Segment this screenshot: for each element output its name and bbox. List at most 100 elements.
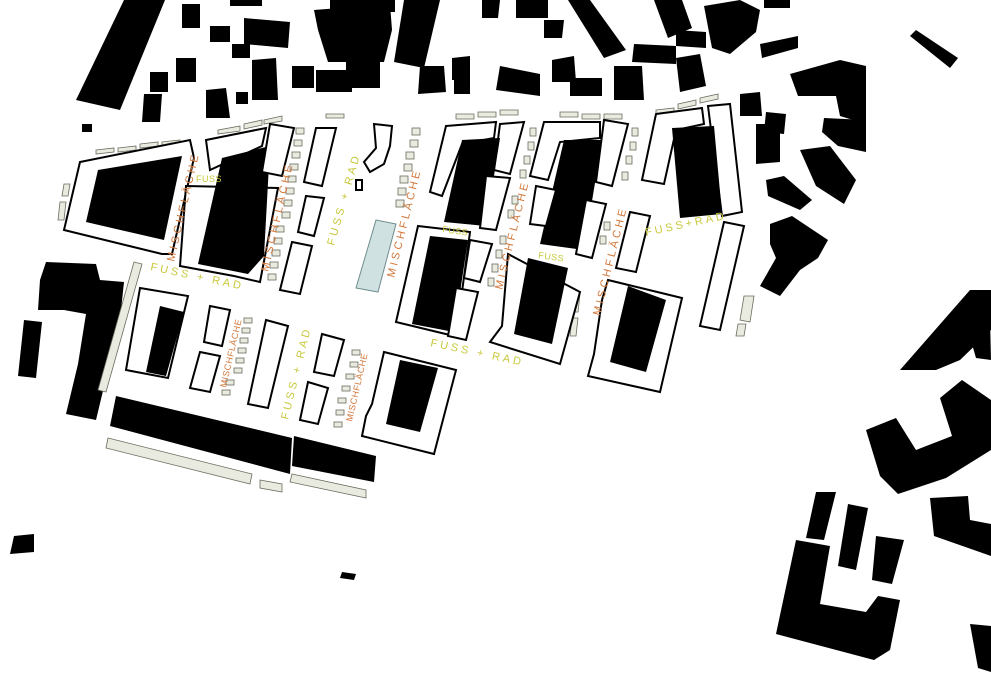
building — [244, 18, 290, 48]
building — [766, 176, 812, 210]
building — [292, 436, 376, 482]
building — [760, 36, 798, 58]
building — [176, 58, 196, 82]
paving-strips — [57, 93, 755, 499]
building — [552, 56, 576, 82]
block-outline — [614, 210, 652, 274]
building — [82, 124, 92, 132]
block-outline — [312, 332, 346, 378]
block-outline — [528, 184, 558, 228]
block-outline — [478, 174, 512, 232]
building — [340, 572, 356, 580]
building — [570, 78, 602, 96]
building — [900, 290, 991, 370]
building — [232, 44, 250, 58]
building — [210, 26, 230, 42]
building — [822, 118, 866, 152]
building — [910, 30, 958, 68]
paving — [499, 109, 519, 116]
building — [970, 624, 991, 672]
block-outline — [594, 118, 630, 188]
water-basin — [355, 219, 397, 293]
paving — [559, 111, 579, 118]
building — [760, 216, 828, 296]
block-outline — [278, 240, 314, 296]
block-outline — [188, 350, 222, 394]
paving — [455, 113, 475, 120]
block-core — [86, 156, 182, 240]
paving — [603, 113, 623, 120]
block-outline — [462, 238, 494, 284]
block-outline — [698, 220, 746, 332]
building — [482, 0, 500, 18]
building — [454, 80, 470, 94]
building — [800, 146, 856, 204]
paving — [259, 479, 283, 493]
building — [676, 54, 706, 92]
building — [330, 0, 395, 12]
block-core — [198, 146, 270, 274]
paving — [677, 99, 697, 110]
paving — [243, 119, 263, 130]
building — [740, 92, 762, 116]
building — [838, 504, 868, 570]
building — [516, 0, 548, 18]
building — [676, 30, 706, 48]
block-core — [610, 286, 666, 372]
parking-row-3 — [487, 127, 537, 287]
block-outline — [574, 198, 608, 260]
building — [930, 496, 991, 556]
label-fuss: FUSS — [196, 174, 222, 184]
building — [292, 66, 314, 88]
label-fuss-rad: FUSS + RAD — [325, 152, 363, 247]
building — [544, 20, 564, 38]
building — [756, 124, 780, 164]
block-core — [514, 258, 568, 344]
paving — [263, 115, 283, 125]
paving — [95, 147, 115, 155]
building — [206, 88, 230, 118]
building — [230, 0, 262, 6]
building — [346, 62, 380, 88]
paving — [581, 113, 601, 120]
building — [872, 536, 904, 584]
building — [764, 0, 790, 8]
building — [142, 94, 162, 122]
building — [314, 4, 392, 62]
building — [776, 540, 900, 660]
building — [496, 66, 540, 96]
parking-row-5 — [221, 317, 253, 396]
building — [790, 60, 866, 124]
block-outline — [302, 127, 338, 188]
building — [316, 70, 352, 92]
paving — [735, 323, 747, 337]
block-core — [672, 126, 722, 218]
parking-row-1 — [267, 127, 305, 281]
building — [968, 318, 991, 360]
label-fuss: FUSS — [538, 250, 565, 264]
paving — [57, 201, 67, 221]
building — [110, 396, 292, 474]
building — [614, 66, 644, 100]
block-outline — [528, 121, 601, 182]
building — [418, 66, 446, 94]
building — [76, 0, 165, 110]
building — [806, 492, 836, 540]
block-outline — [202, 304, 232, 348]
building — [182, 4, 200, 28]
label-fuss: FUSS — [442, 224, 469, 238]
building — [704, 0, 760, 54]
paving — [477, 111, 497, 118]
building — [18, 320, 42, 378]
block-outline — [296, 194, 326, 238]
paving — [217, 125, 241, 135]
building — [568, 0, 626, 58]
building — [252, 58, 278, 100]
block-core — [146, 306, 184, 376]
block-outline — [204, 126, 268, 172]
paving — [105, 437, 253, 485]
building — [654, 0, 692, 38]
small-building-outline — [355, 179, 363, 191]
parking-row-2 — [395, 127, 421, 208]
